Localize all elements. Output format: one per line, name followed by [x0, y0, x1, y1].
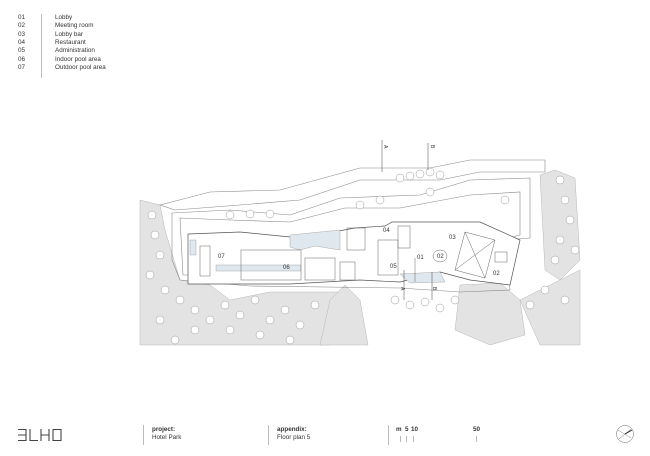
- appendix-value: Floor plan 5: [277, 434, 311, 441]
- tree-symbol: [450, 295, 460, 305]
- scale-tick-label: 50: [473, 426, 481, 433]
- tree-symbol: [205, 315, 215, 325]
- section-lines: [381, 140, 433, 300]
- footer-divider: [143, 425, 144, 445]
- tree-symbol: [425, 167, 435, 177]
- pool-areas: [189, 229, 446, 284]
- room-label-meeting-room-2: 02: [493, 271, 500, 277]
- tree-symbol: [255, 330, 265, 340]
- footer-divider: [268, 425, 269, 445]
- legend-code: 06: [18, 55, 26, 63]
- scale-tick-label: 10: [411, 426, 419, 433]
- tree-symbol: [425, 187, 435, 197]
- tree-symbol: [250, 295, 260, 305]
- room-label-meeting-room: 02: [437, 254, 444, 260]
- tree-symbol: [145, 270, 155, 280]
- interior-walls: [199, 225, 508, 282]
- room-label-administration: 05: [390, 264, 397, 270]
- project-value: Hotel Park: [152, 434, 182, 441]
- scale-tick: [406, 436, 407, 442]
- legend-code: 01: [18, 14, 26, 21]
- tree-symbol: [295, 320, 305, 330]
- building-footprint: [187, 221, 521, 286]
- legend-code: 07: [18, 63, 26, 71]
- tree-symbol: [555, 235, 565, 245]
- tree-symbol: [435, 170, 445, 180]
- room-label-lobby-bar: 03: [449, 235, 456, 241]
- room-label-restaurant: 04: [383, 228, 390, 234]
- tree-symbol: [190, 325, 200, 335]
- tree-symbol: [225, 325, 235, 335]
- tree-symbol: [155, 315, 165, 325]
- section-mark-a-top: A: [382, 145, 388, 149]
- scale-unit: m: [396, 426, 402, 433]
- tree-symbol: [245, 209, 255, 219]
- tree-symbol: [190, 305, 200, 315]
- tree-symbol: [435, 303, 445, 313]
- appendix-label: appendix:: [277, 426, 307, 433]
- tree-symbol: [525, 300, 535, 310]
- logo-3lhd: [18, 428, 62, 442]
- tree-symbol: [540, 285, 550, 295]
- tree-symbol: [155, 250, 165, 260]
- tree-symbol: [160, 285, 170, 295]
- section-mark-a-bottom: A: [399, 287, 405, 291]
- legend-code: 05: [18, 47, 26, 55]
- scale-tick-label: 5: [405, 426, 409, 433]
- scale-tick: [476, 436, 477, 442]
- trees: [145, 167, 580, 345]
- tree-symbol: [565, 215, 575, 225]
- tree-symbol: [147, 210, 157, 220]
- tree-symbol: [265, 315, 275, 325]
- legend-code: 04: [18, 38, 26, 46]
- scale-tick: [413, 436, 414, 442]
- tree-symbol: [395, 173, 405, 183]
- tree-symbol: [500, 195, 510, 205]
- legend-label: Administration: [55, 47, 95, 55]
- tree-symbol: [310, 300, 320, 310]
- tree-symbol: [175, 295, 185, 305]
- legend-label: Meeting room: [55, 22, 94, 30]
- tree-symbol: [355, 200, 365, 210]
- tree-symbol: [220, 300, 230, 310]
- tree-symbol: [405, 300, 415, 310]
- legend-code: 03: [18, 30, 26, 38]
- section-mark-b-bottom: B: [431, 287, 437, 291]
- tree-symbol: [555, 175, 565, 185]
- tree-symbol: [375, 195, 385, 205]
- section-mark-b-top: B: [429, 145, 435, 149]
- tree-symbol: [225, 210, 235, 220]
- legend-divider: [41, 14, 42, 78]
- tree-symbol: [265, 209, 275, 219]
- room-label-lobby: 01: [417, 255, 424, 261]
- tree-symbol: [390, 295, 400, 305]
- scale-tick: [400, 436, 401, 442]
- tree-symbol: [420, 297, 430, 307]
- tree-symbol: [280, 305, 290, 315]
- compass-north-arrow-icon: [616, 425, 634, 443]
- legend-label: Indoor pool area: [55, 55, 101, 63]
- tree-symbol: [405, 171, 415, 181]
- tree-symbol: [150, 230, 160, 240]
- tree-symbol: [170, 335, 180, 345]
- footer-divider: [388, 425, 389, 445]
- tree-symbol: [550, 255, 560, 265]
- legend-code: 02: [18, 22, 26, 30]
- room-label-outdoor-pool: 07: [218, 254, 225, 260]
- tree-symbol: [285, 335, 295, 345]
- tree-symbol: [570, 245, 580, 255]
- terrain: [139, 169, 581, 346]
- tree-symbol: [415, 169, 425, 179]
- legend-label: Restaurant: [55, 38, 86, 46]
- room-label-indoor-pool: 06: [283, 265, 290, 271]
- tree-symbol: [235, 310, 245, 320]
- tree-symbol: [560, 195, 570, 205]
- tree-symbol: [560, 295, 570, 305]
- project-label: project:: [152, 426, 176, 433]
- legend-label: Outdoor pool area: [55, 63, 106, 71]
- legend-label: Lobby: [55, 14, 73, 21]
- legend-label: Lobby bar: [55, 30, 84, 38]
